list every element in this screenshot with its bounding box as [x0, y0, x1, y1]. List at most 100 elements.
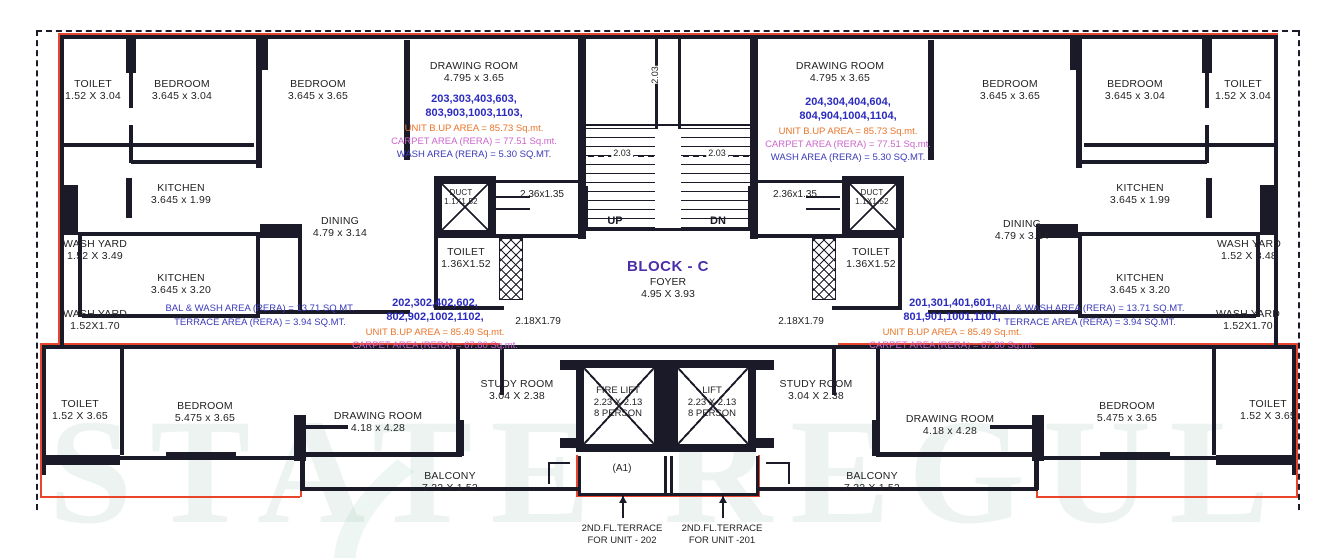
terrace-wall-mid-b	[670, 456, 673, 496]
room-dimension: 1.52 X 3.04	[1215, 90, 1271, 102]
stair-core-bottom	[578, 228, 758, 231]
block-title: BLOCK - C	[627, 258, 709, 275]
wall-center-span-right	[758, 234, 842, 238]
dimension-label: 2.18X1.79	[515, 316, 561, 327]
unit-info-block: 204,304,404,604,804,904,1004,1104,UNIT B…	[765, 95, 931, 164]
wall-balcony-left-edge	[300, 452, 305, 490]
wall-dining-right-right	[1036, 224, 1040, 314]
wall-lift-jamb-left	[560, 360, 578, 370]
terrace-outline-right	[758, 455, 760, 497]
wall-center-corridor-left	[496, 180, 580, 183]
wall-kitchen-right-vert	[1206, 178, 1212, 218]
room-name: DRAWING ROOM	[905, 413, 995, 425]
duct-box-right	[848, 182, 898, 232]
room-name: BEDROOM	[177, 400, 233, 412]
room-dimension: 5.475 x 3.65	[174, 412, 236, 424]
stair-blk-left	[578, 186, 588, 228]
dimension-label: 2.36x1.35	[520, 189, 564, 200]
door-swing-left-v	[548, 462, 550, 484]
wall-washyard-line-right	[1256, 232, 1260, 317]
room-dimension: 3.645 x 1.99	[150, 194, 212, 206]
wall-center-corridor-right	[756, 180, 842, 183]
room-name: BEDROOM	[982, 78, 1038, 90]
wall-toilet-horiz-left	[64, 143, 254, 147]
unit-numbers: 802,902,1002,1102,	[386, 311, 484, 323]
room-dimension: 3.645 x 3.20	[1109, 284, 1171, 296]
room-name: STUDY ROOM	[480, 378, 554, 390]
building-outline-bottom-right	[1036, 496, 1298, 498]
wall-toilet-horiz-right	[1084, 143, 1274, 147]
stair-core-left-wall	[578, 39, 586, 239]
wall-bedroom-bottom-right	[1079, 160, 1207, 164]
wall-study-left	[456, 349, 460, 454]
unit-numbers: 204,304,404,604,	[805, 96, 891, 108]
unit-wash-area: WASH AREA (RERA) = 5.30 SQ.MT.	[770, 152, 926, 163]
wall-lower-right-outer	[1292, 345, 1296, 475]
lift-box-passenger	[676, 366, 750, 446]
terrace-arrow-202	[622, 496, 624, 518]
building-outline-lower-right	[1296, 343, 1298, 498]
wall-right-outer	[1274, 35, 1278, 345]
wall-washyard-left	[64, 185, 78, 235]
wall-washyard-right	[1260, 185, 1274, 235]
wall-washyard-line-left	[78, 232, 82, 317]
wall-center-toilet-left-b	[434, 306, 504, 310]
wall-balcony-top-right	[876, 452, 1038, 457]
wall-bed-draw-line-left	[304, 425, 348, 429]
room-dimension: 4.18 x 4.28	[922, 425, 978, 437]
stair-mid-wall-right	[678, 39, 681, 129]
a1-marker: (A1)	[612, 463, 632, 474]
duct-name: DUCT	[449, 188, 473, 197]
room-dimension: 4.79 x 3.14	[994, 230, 1050, 242]
wall-toilet-bedroom-left	[126, 38, 136, 73]
wall-lift-jamb-right-b	[756, 438, 774, 448]
lift-capacity: 8 PERSON	[593, 408, 643, 419]
wall-study-divider-right	[872, 420, 876, 456]
room-name: DINING	[321, 215, 359, 227]
door-swing-right-h	[766, 462, 790, 464]
wall-bedroom-div-right	[1076, 38, 1082, 168]
wall-lowertoilet-blk-right	[1216, 455, 1292, 465]
wall-lower-top-right	[836, 345, 1296, 349]
unit-carpet-area: CARPET AREA (RERA) = 77.51 Sq.mt.	[391, 136, 557, 147]
wall-bedroom-drawing-left	[294, 415, 306, 461]
wall-study-right	[876, 349, 880, 454]
building-outline-top-left	[58, 33, 578, 35]
room-name: WASH YARD	[1215, 308, 1281, 320]
duct-dimension: 1.1X1.52	[855, 197, 889, 206]
building-outline-bottom-left	[40, 496, 300, 498]
room-dimension: 3.04 X 2.38	[489, 390, 545, 402]
shaft-hatch-left	[499, 238, 523, 300]
room-dimension: 3.645 x 3.65	[979, 90, 1041, 102]
room-dimension: 3.645 x 1.99	[1109, 194, 1171, 206]
shaft-hatch-right	[812, 238, 836, 300]
wall-kitchen-div2-left	[256, 232, 260, 314]
wall-balcony-right-edge	[1034, 452, 1039, 490]
wall-lift-lobby-right	[832, 345, 836, 395]
stair-blk-right	[748, 186, 758, 228]
wall-drawing-right-vert	[928, 40, 934, 160]
room-name: KITCHEN	[157, 182, 205, 194]
wall-dining-block-left	[260, 224, 302, 238]
wall-lift-jamb-left-b	[560, 438, 578, 448]
room-dimension: 7.32 X 1.52	[422, 482, 478, 494]
wall-washyard2-left	[82, 314, 260, 318]
lift-name: FIRE LIFT	[596, 385, 640, 396]
wall-study-divider-left	[460, 420, 464, 456]
wall-kitchen-divider-left	[82, 232, 260, 236]
wall-mark-a	[496, 196, 530, 198]
wall-drawing-left-vert	[404, 40, 410, 160]
rera-area-note: BAL & WASH AREA (RERA) = 13.71 SQ.MT.TER…	[165, 302, 354, 330]
wall-dining-right-left	[298, 224, 302, 314]
